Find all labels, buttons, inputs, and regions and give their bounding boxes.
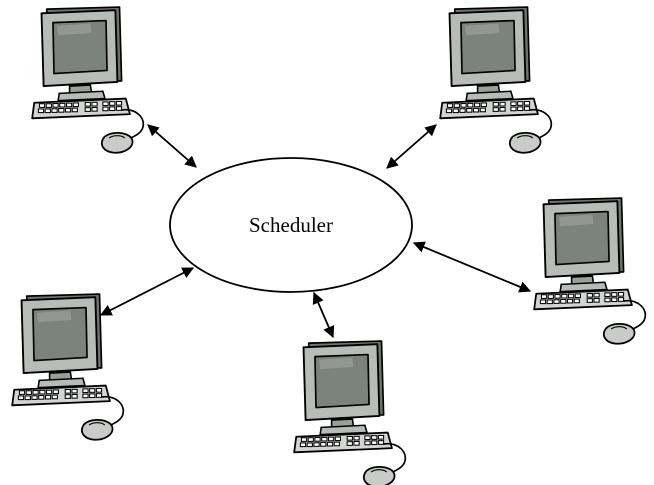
scheduler-label: Scheduler: [249, 213, 333, 237]
desktop-computer-icon: [31, 6, 145, 154]
desktop-computer-icon: [533, 197, 647, 345]
desktop-computer-icon: [439, 6, 553, 154]
scheduler-ellipse: [169, 157, 413, 293]
arrow-scheduler-bottom-left: [99, 267, 195, 316]
desktop-computer-icon: [11, 293, 125, 441]
desktop-computer-icon: [293, 340, 407, 485]
arrow-scheduler-right: [412, 241, 532, 293]
connections: [99, 124, 532, 339]
arrow-scheduler-top-left: [147, 124, 197, 168]
arrow-scheduler-bottom-center: [312, 291, 335, 339]
scheduler-node: Scheduler: [169, 157, 413, 293]
arrow-scheduler-top-right: [386, 124, 437, 169]
